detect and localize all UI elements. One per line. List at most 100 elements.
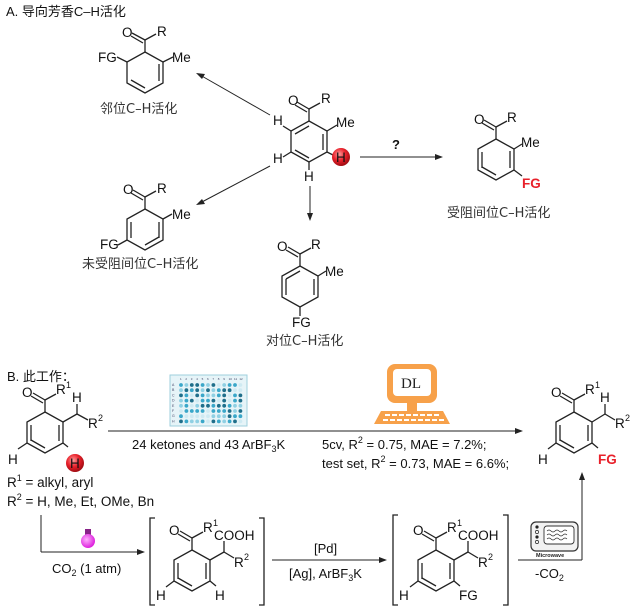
plate-well (184, 393, 189, 398)
svg-text:1: 1 (457, 518, 462, 528)
svg-text:H: H (273, 151, 283, 166)
svg-text:COOH: COOH (214, 528, 255, 543)
plate-well (189, 414, 194, 419)
svg-text:1: 1 (66, 380, 71, 390)
plate-well (179, 393, 183, 398)
arrow-to-meta-hindered: ? (360, 137, 443, 160)
plate-well (216, 409, 221, 413)
plate-well (216, 414, 221, 419)
svg-text:H: H (600, 390, 610, 405)
plate-well (200, 388, 205, 393)
svg-text:H: H (273, 113, 283, 128)
plate-col-label: 10 (229, 377, 233, 381)
arrow-to-ortho (196, 73, 271, 116)
plate-well (222, 419, 227, 424)
svg-text:R: R (203, 520, 213, 535)
plate-col-label: 7 (212, 377, 214, 381)
plate-well (227, 419, 232, 424)
plate-well (200, 409, 205, 413)
plate-well (200, 393, 205, 398)
step3-arrow (518, 472, 585, 561)
svg-text:Me: Me (172, 50, 191, 65)
plate-well (211, 388, 216, 393)
plate-well (189, 398, 194, 403)
plate-well (216, 388, 221, 393)
plate-well (211, 419, 216, 424)
step1-arrow (40, 515, 145, 555)
svg-text:DL: DL (401, 376, 421, 392)
plate-well (179, 398, 183, 403)
svg-text:R: R (157, 181, 167, 196)
plate-well (222, 388, 227, 393)
svg-text:1: 1 (213, 518, 218, 528)
svg-text:FG: FG (459, 588, 478, 603)
light-bulb-icon (81, 529, 95, 548)
svg-text:O: O (474, 112, 485, 127)
plate-col-label: 2 (185, 377, 187, 381)
svg-text:5cv, R2 = 0.75, MAE = 7.2%;: 5cv, R2 = 0.75, MAE = 7.2%; (322, 435, 486, 452)
plate-well (195, 403, 200, 408)
plate-well (238, 383, 243, 387)
svg-text:R: R (478, 555, 488, 570)
svg-text:H: H (304, 169, 314, 184)
plate-well (227, 409, 232, 413)
plate-well (200, 414, 205, 419)
plate-well (227, 403, 232, 408)
plate-well (200, 383, 205, 387)
plate-row-label: B (172, 388, 175, 392)
plate-well (238, 388, 243, 393)
plate-well (206, 419, 210, 424)
plate-well (227, 414, 232, 419)
plate-well (233, 388, 237, 393)
plate-well (238, 414, 243, 419)
plate-col-label: 3 (191, 377, 193, 381)
plate-row-label: D (172, 399, 175, 403)
plate-well (238, 409, 243, 413)
plate-well (216, 398, 221, 403)
plate-well (222, 383, 227, 387)
plate-well (184, 414, 189, 419)
plate-well (211, 398, 216, 403)
svg-text:FG: FG (100, 237, 119, 252)
svg-text:R: R (447, 520, 457, 535)
plate-well (238, 393, 243, 398)
plate-col-label: 8 (218, 377, 220, 381)
svg-text:O: O (551, 385, 562, 400)
plate-well (179, 383, 183, 387)
plate-well (222, 409, 227, 413)
plate-well (184, 388, 189, 393)
step3-conditions: -CO2 (535, 566, 564, 583)
highlighted-h-ball (332, 148, 350, 166)
svg-text:FG: FG (522, 176, 541, 191)
plate-well (184, 419, 189, 424)
svg-text:R: R (321, 91, 331, 106)
plate-well (216, 383, 221, 387)
plate-well (216, 419, 221, 424)
step1-conditions: CO2 (1 atm) (52, 561, 121, 578)
svg-text:O: O (123, 182, 134, 197)
plate-well (179, 403, 183, 408)
svg-text:1: 1 (595, 380, 600, 390)
plate-well (184, 398, 189, 403)
svg-text:H: H (399, 588, 409, 603)
arrow-to-para (307, 186, 313, 221)
plate-well (195, 383, 200, 387)
svg-text:[Ag], ArBF3K: [Ag], ArBF3K (289, 566, 362, 583)
svg-text:R: R (615, 416, 625, 431)
plate-well (200, 419, 205, 424)
svg-text:2: 2 (488, 552, 493, 562)
plate-well (238, 398, 243, 403)
plate-well (184, 383, 189, 387)
svg-text:FG: FG (98, 50, 117, 65)
plate-well (211, 393, 216, 398)
svg-text:2: 2 (98, 413, 103, 423)
plate-well (195, 393, 200, 398)
plate-well (200, 398, 205, 403)
intermediate-2: O R 1 COOH R 2 H FG (392, 514, 509, 606)
plate-col-label: 11 (234, 377, 237, 381)
substrate-b: O R 1 H R 2 H H (8, 380, 103, 472)
section-b-title: B. 此工作： (7, 369, 75, 384)
plate-col-label: 4 (196, 377, 198, 381)
plate-well (222, 414, 227, 419)
